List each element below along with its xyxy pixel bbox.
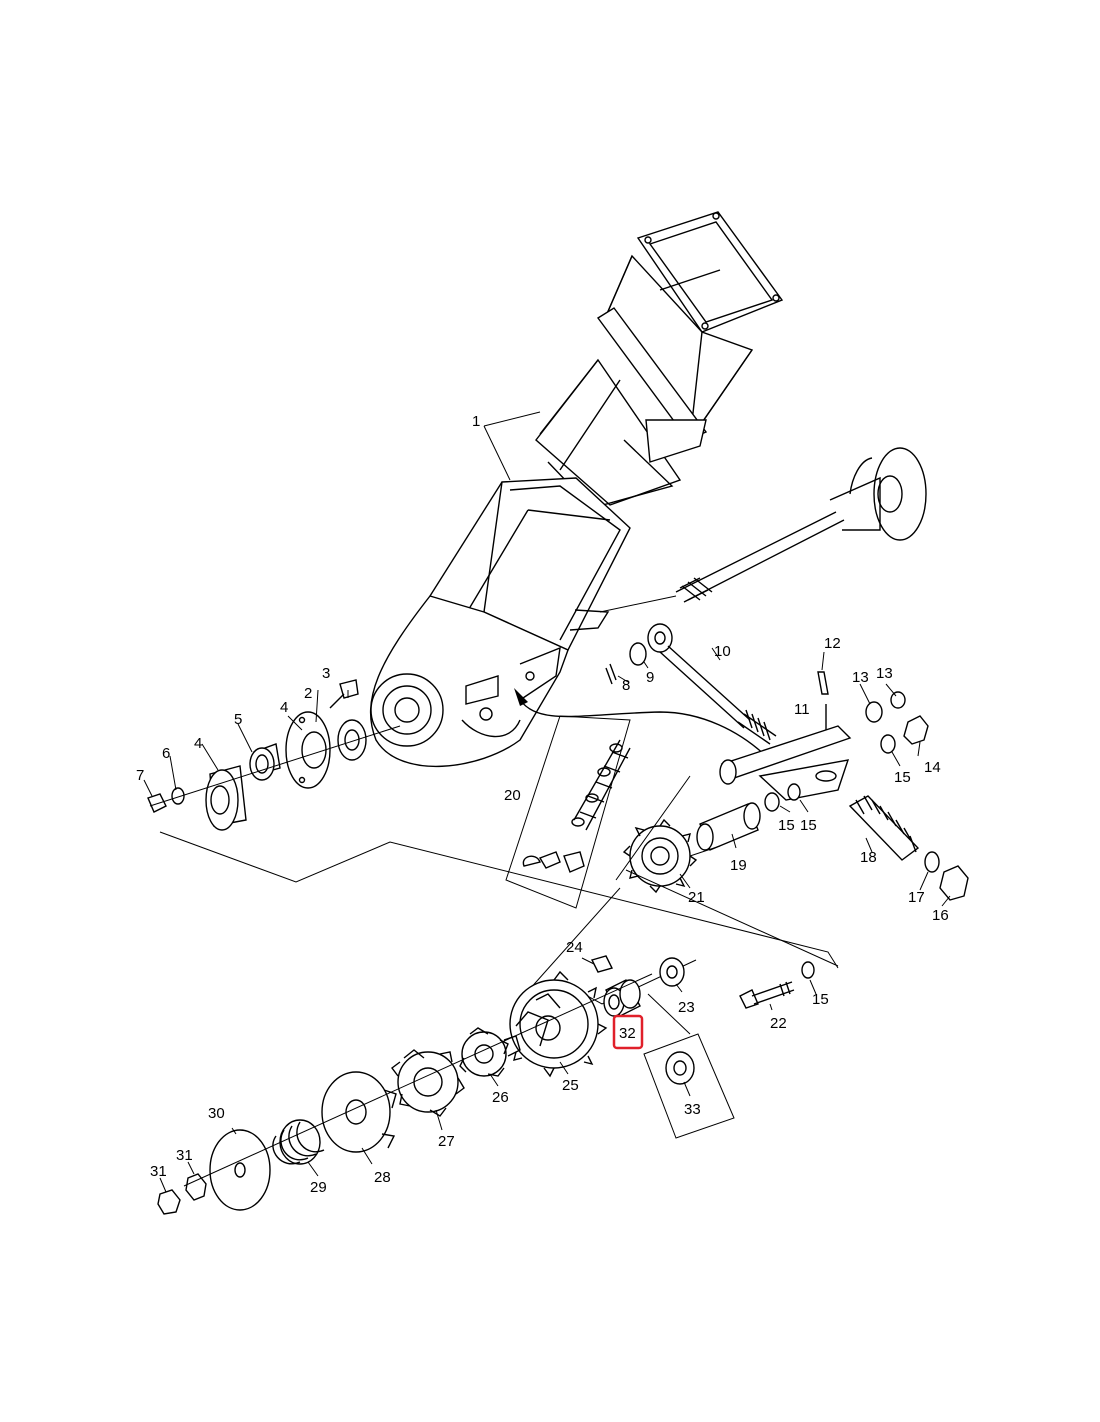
label-4a: 4 [194, 735, 202, 752]
label-30: 30 [208, 1105, 225, 1122]
label-22: 22 [770, 1015, 787, 1032]
label-15b: 15 [778, 817, 795, 834]
label-28: 28 [374, 1169, 391, 1186]
label-16: 16 [932, 907, 949, 924]
lower-assembly [157, 887, 817, 1215]
label-7: 7 [136, 767, 144, 784]
chain-group [505, 715, 631, 909]
label-15c: 15 [800, 817, 817, 834]
label-13a: 13 [852, 669, 869, 686]
label-31a: 31 [150, 1163, 167, 1180]
label-20: 20 [504, 787, 521, 804]
label-8: 8 [622, 677, 630, 694]
label-4b: 4 [280, 699, 288, 716]
label-15d: 15 [812, 991, 829, 1008]
label-5: 5 [234, 711, 242, 728]
label-33: 33 [684, 1101, 701, 1118]
label-18: 18 [860, 849, 877, 866]
spinner-shaft [599, 447, 927, 613]
label-6: 6 [162, 745, 170, 762]
label-24: 24 [566, 939, 583, 956]
left-parts [143, 679, 839, 969]
label-32[interactable]: 32 [619, 1025, 636, 1042]
label-29: 29 [310, 1179, 327, 1196]
label-1: 1 [472, 413, 480, 430]
label-21: 21 [688, 889, 705, 906]
label-10: 10 [714, 643, 731, 660]
label-2: 2 [304, 685, 312, 702]
label-14: 14 [924, 759, 941, 776]
label-25: 25 [562, 1077, 579, 1094]
cable-arrow [514, 688, 528, 706]
boom-assembly [369, 211, 784, 767]
label-12: 12 [824, 635, 841, 652]
label-15a: 15 [894, 769, 911, 786]
label-19: 19 [730, 857, 747, 874]
label-31b: 31 [176, 1147, 193, 1164]
highlight-box-32[interactable] [612, 1014, 644, 1050]
label-13b: 13 [876, 665, 893, 682]
label-27: 27 [438, 1133, 455, 1150]
label-17: 17 [908, 889, 925, 906]
label-3: 3 [322, 665, 330, 682]
label-26: 26 [492, 1089, 509, 1106]
cable [519, 699, 771, 761]
label-23: 23 [678, 999, 695, 1016]
part-labels: 1 2 3 4 4 5 6 7 8 9 10 11 12 13 13 14 15… [136, 413, 949, 1196]
label-11: 11 [794, 701, 810, 718]
label-9: 9 [646, 669, 654, 686]
right-parts [605, 623, 969, 967]
